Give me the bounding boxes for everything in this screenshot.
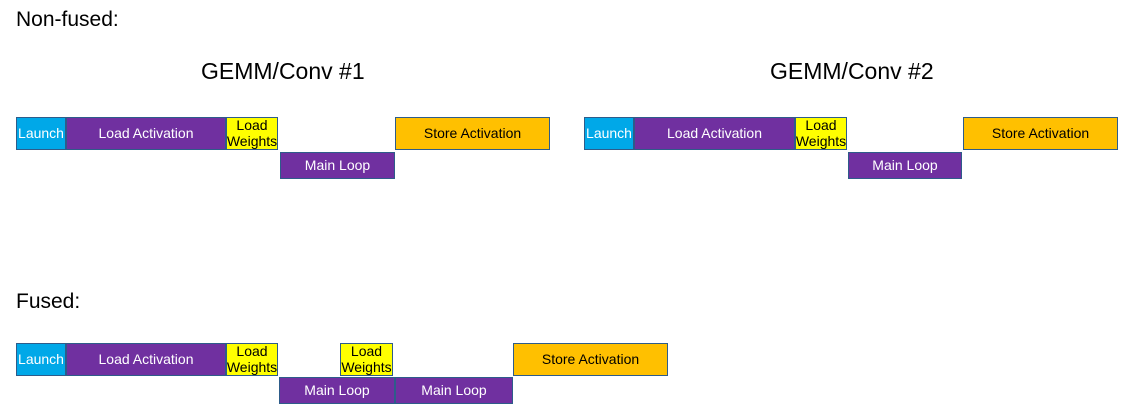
load-weights-block: Load Weights xyxy=(226,343,278,376)
non-fused-heading: Non-fused: xyxy=(16,8,119,31)
main-loop-block: Main Loop xyxy=(395,377,513,404)
main-loop-block: Main Loop xyxy=(280,152,395,179)
store-activation-block: Store Activation xyxy=(513,343,668,376)
load-activation-block: Load Activation xyxy=(66,343,226,376)
load-activation-block: Load Activation xyxy=(634,117,795,150)
launch-block: Launch xyxy=(584,117,634,150)
load-weights-block: Load Weights xyxy=(340,343,393,376)
store-activation-block: Store Activation xyxy=(395,117,550,150)
launch-block: Launch xyxy=(16,117,66,150)
load-activation-block: Load Activation xyxy=(66,117,226,150)
gemm-conv-2-title: GEMM/Conv #2 xyxy=(770,58,934,84)
main-loop-block: Main Loop xyxy=(848,152,962,179)
fused-heading: Fused: xyxy=(16,290,81,313)
store-activation-block: Store Activation xyxy=(963,117,1118,150)
main-loop-block: Main Loop xyxy=(279,377,395,404)
launch-block: Launch xyxy=(16,343,66,376)
gemm-conv-1-title: GEMM/Conv #1 xyxy=(201,58,365,84)
load-weights-block: Load Weights xyxy=(226,117,278,150)
load-weights-block: Load Weights xyxy=(795,117,847,150)
